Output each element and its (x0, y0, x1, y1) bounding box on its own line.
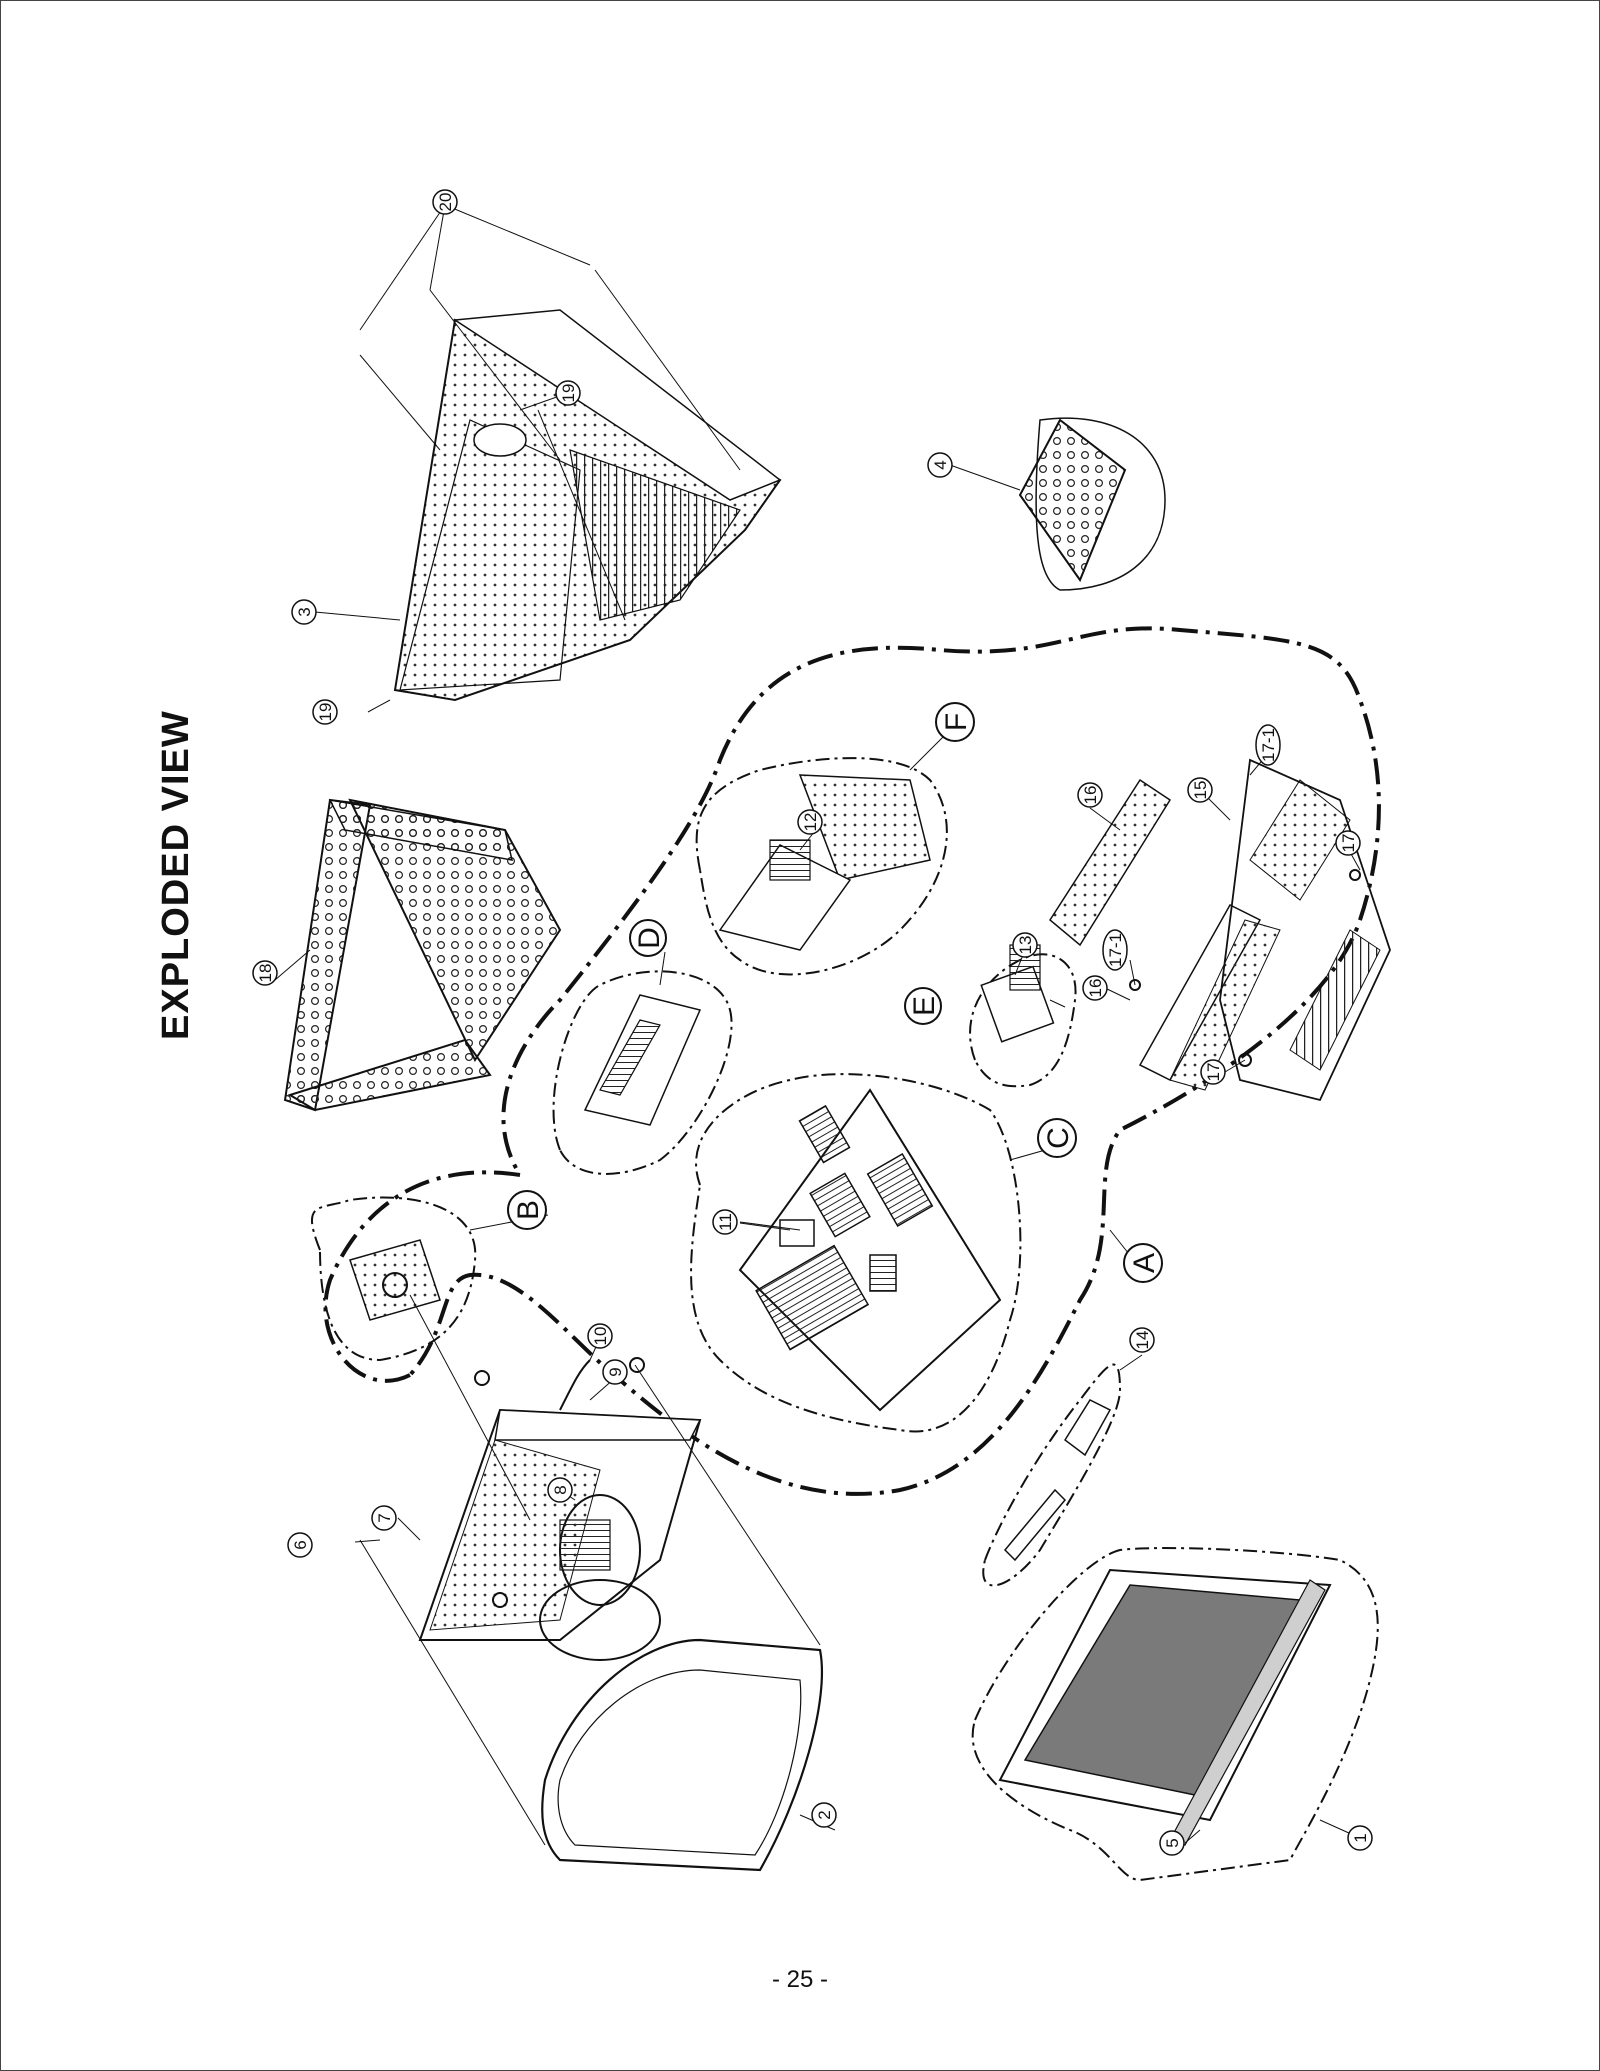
part-callout-16-lower: 16 (1082, 975, 1108, 1001)
part-callout-18-text: 18 (256, 964, 275, 983)
group-label-e-text: E (908, 996, 941, 1016)
group-c (690, 1073, 1022, 1433)
group-label-d: D (629, 919, 667, 957)
part-callout-12: 12 (797, 809, 823, 835)
part-callout-11-text: 11 (716, 1213, 735, 1231)
part-callout-9: 9 (602, 1359, 628, 1385)
shield-cage (283, 798, 562, 1112)
group-label-e: E (904, 987, 942, 1025)
part-callout-6-text: 6 (291, 1540, 310, 1549)
part-callout-1: 1 (1347, 1825, 1373, 1851)
chassis-frames (1049, 758, 1391, 1102)
part-callout-5: 5 (1159, 1830, 1185, 1856)
crt-assembly (359, 1357, 824, 1872)
part-callout-5-text: 5 (1163, 1838, 1182, 1847)
front-cabinet-group (971, 1547, 1379, 1882)
part-callout-16-upper-text: 16 (1081, 786, 1100, 805)
part-callout-3-text: 3 (295, 607, 314, 616)
page-number: - 25 - (771, 1966, 828, 1993)
part-callout-18: 18 (252, 960, 278, 986)
part-callout-19-upper-text: 19 (559, 384, 578, 403)
group-b (310, 1196, 531, 1521)
part-callout-20-text: 20 (436, 193, 455, 212)
part-callout-17-right-text: 17 (1339, 834, 1358, 853)
group-label-c: C (1037, 1118, 1077, 1158)
part-callout-13: 13 (1012, 932, 1038, 958)
part-callout-7: 7 (371, 1505, 397, 1531)
part-callout-2-text: 2 (815, 1810, 834, 1819)
group-label-a-text: A (1128, 1253, 1161, 1273)
group-label-b: B (507, 1190, 547, 1230)
group-a-outline (323, 626, 1381, 1496)
part-callout-17-1-upper: 17-1 (1255, 724, 1281, 766)
part-callout-1-text: 1 (1351, 1833, 1370, 1842)
group-label-b-text: B (512, 1200, 545, 1220)
part-callout-14: 14 (1129, 1327, 1155, 1353)
part-callout-11: 11 (712, 1209, 738, 1235)
group-label-c-text: C (1042, 1127, 1075, 1149)
group-label-a: A (1123, 1243, 1163, 1283)
back-cover (359, 269, 782, 702)
group-label-f-text: F (940, 713, 973, 731)
part-callout-17-1-upper-text: 17-1 (1259, 728, 1278, 762)
part-callout-9-text: 9 (606, 1367, 625, 1376)
part-callout-17-1-lower: 17-1 (1102, 929, 1128, 971)
stand (1018, 417, 1166, 591)
part-callout-8: 8 (547, 1477, 573, 1503)
part-callout-4: 4 (927, 452, 953, 478)
group-d (552, 970, 733, 1175)
group-f (695, 757, 948, 976)
part-callout-14-text: 14 (1133, 1331, 1152, 1350)
group-e (969, 944, 1077, 1088)
part-callout-20: 20 (432, 189, 458, 215)
part-callout-15-text: 15 (1191, 781, 1210, 800)
part-callout-17-lower: 17 (1200, 1059, 1226, 1085)
part-callout-19-lower: 19 (312, 699, 338, 725)
part-callout-17-1-lower-text: 17-1 (1106, 933, 1125, 967)
part-callout-3: 3 (291, 599, 317, 625)
part-callout-4-text: 4 (931, 460, 950, 469)
part-callout-7-text: 7 (375, 1513, 394, 1522)
part-callout-17-right: 17 (1335, 830, 1361, 856)
part-callout-13-text: 13 (1016, 936, 1035, 955)
group-label-d-text: D (633, 927, 666, 949)
part-callout-16-lower-text: 16 (1086, 979, 1105, 998)
part-callout-16-upper: 16 (1077, 782, 1103, 808)
group-label-f: F (935, 702, 975, 742)
part-callout-10: 10 (587, 1323, 613, 1349)
part-callout-17-lower-text: 17 (1204, 1063, 1223, 1082)
part-callout-19-upper: 19 (555, 380, 581, 406)
part-callout-12-text: 12 (801, 813, 820, 832)
control-panel-group (982, 1363, 1122, 1587)
part-callout-19-lower-text: 19 (316, 703, 335, 722)
part-callout-15: 15 (1187, 777, 1213, 803)
part-callout-10-text: 10 (591, 1327, 610, 1346)
part-callout-6: 6 (287, 1532, 313, 1558)
part-callout-2: 2 (811, 1802, 837, 1828)
part-callout-8-text: 8 (551, 1485, 570, 1494)
